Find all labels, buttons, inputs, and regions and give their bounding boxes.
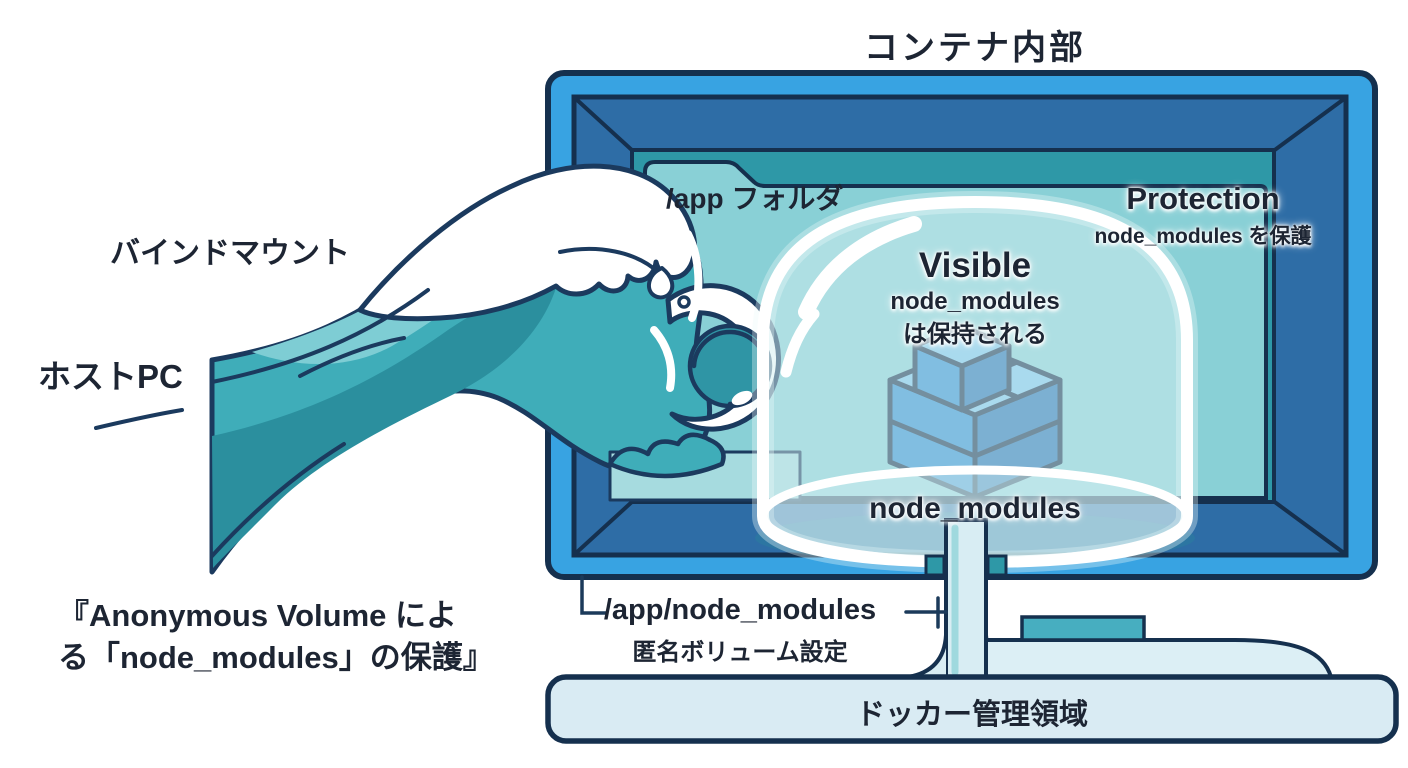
docker-managed-area-label: ドッカー管理領域	[855, 699, 1088, 731]
wave-curl-spiral-line	[691, 329, 769, 407]
caption-line-2: る「node_modules」の保護』	[58, 640, 494, 675]
connector-left-l	[580, 575, 608, 615]
stand-button	[1020, 615, 1146, 642]
monitor-stand	[984, 615, 1334, 679]
bezel-corner-lines	[574, 97, 1346, 555]
container-inside-title: コンテナ内部	[864, 29, 1086, 67]
wave-highlights	[425, 230, 703, 392]
bind-mount-label: バインドマウント	[110, 237, 350, 270]
caption-line-1: 『Anonymous Volume によ	[58, 598, 458, 633]
wave-contour-lines	[94, 246, 660, 558]
protection-title: Protection	[1126, 181, 1280, 216]
visible-subtitle-2: は保持される	[903, 321, 1047, 348]
anonymous-volume-label: 匿名ボリューム設定	[632, 639, 848, 666]
wave-curl-highlight	[731, 390, 753, 406]
glass-dome-icon	[752, 190, 1198, 574]
docker-area-bar	[545, 674, 1399, 744]
host-pc-label: ホストPC	[38, 358, 183, 395]
mount-path-label: /app/node_modules	[603, 594, 877, 626]
connector-lines	[580, 575, 948, 629]
droplet-icon	[646, 266, 691, 309]
visible-title: Visible	[918, 246, 1032, 285]
app-folder-label: /app フォルダ	[666, 183, 844, 214]
wave-dark-band	[212, 288, 556, 568]
protection-subtitle: node_modules を保護	[1094, 225, 1312, 248]
stand-tray	[984, 638, 1334, 679]
wave-fingers	[607, 432, 726, 479]
dome-highlights	[780, 216, 922, 378]
visible-subtitle-1: node_modules	[890, 288, 1060, 315]
node-modules-label: node_modules	[869, 492, 1081, 525]
